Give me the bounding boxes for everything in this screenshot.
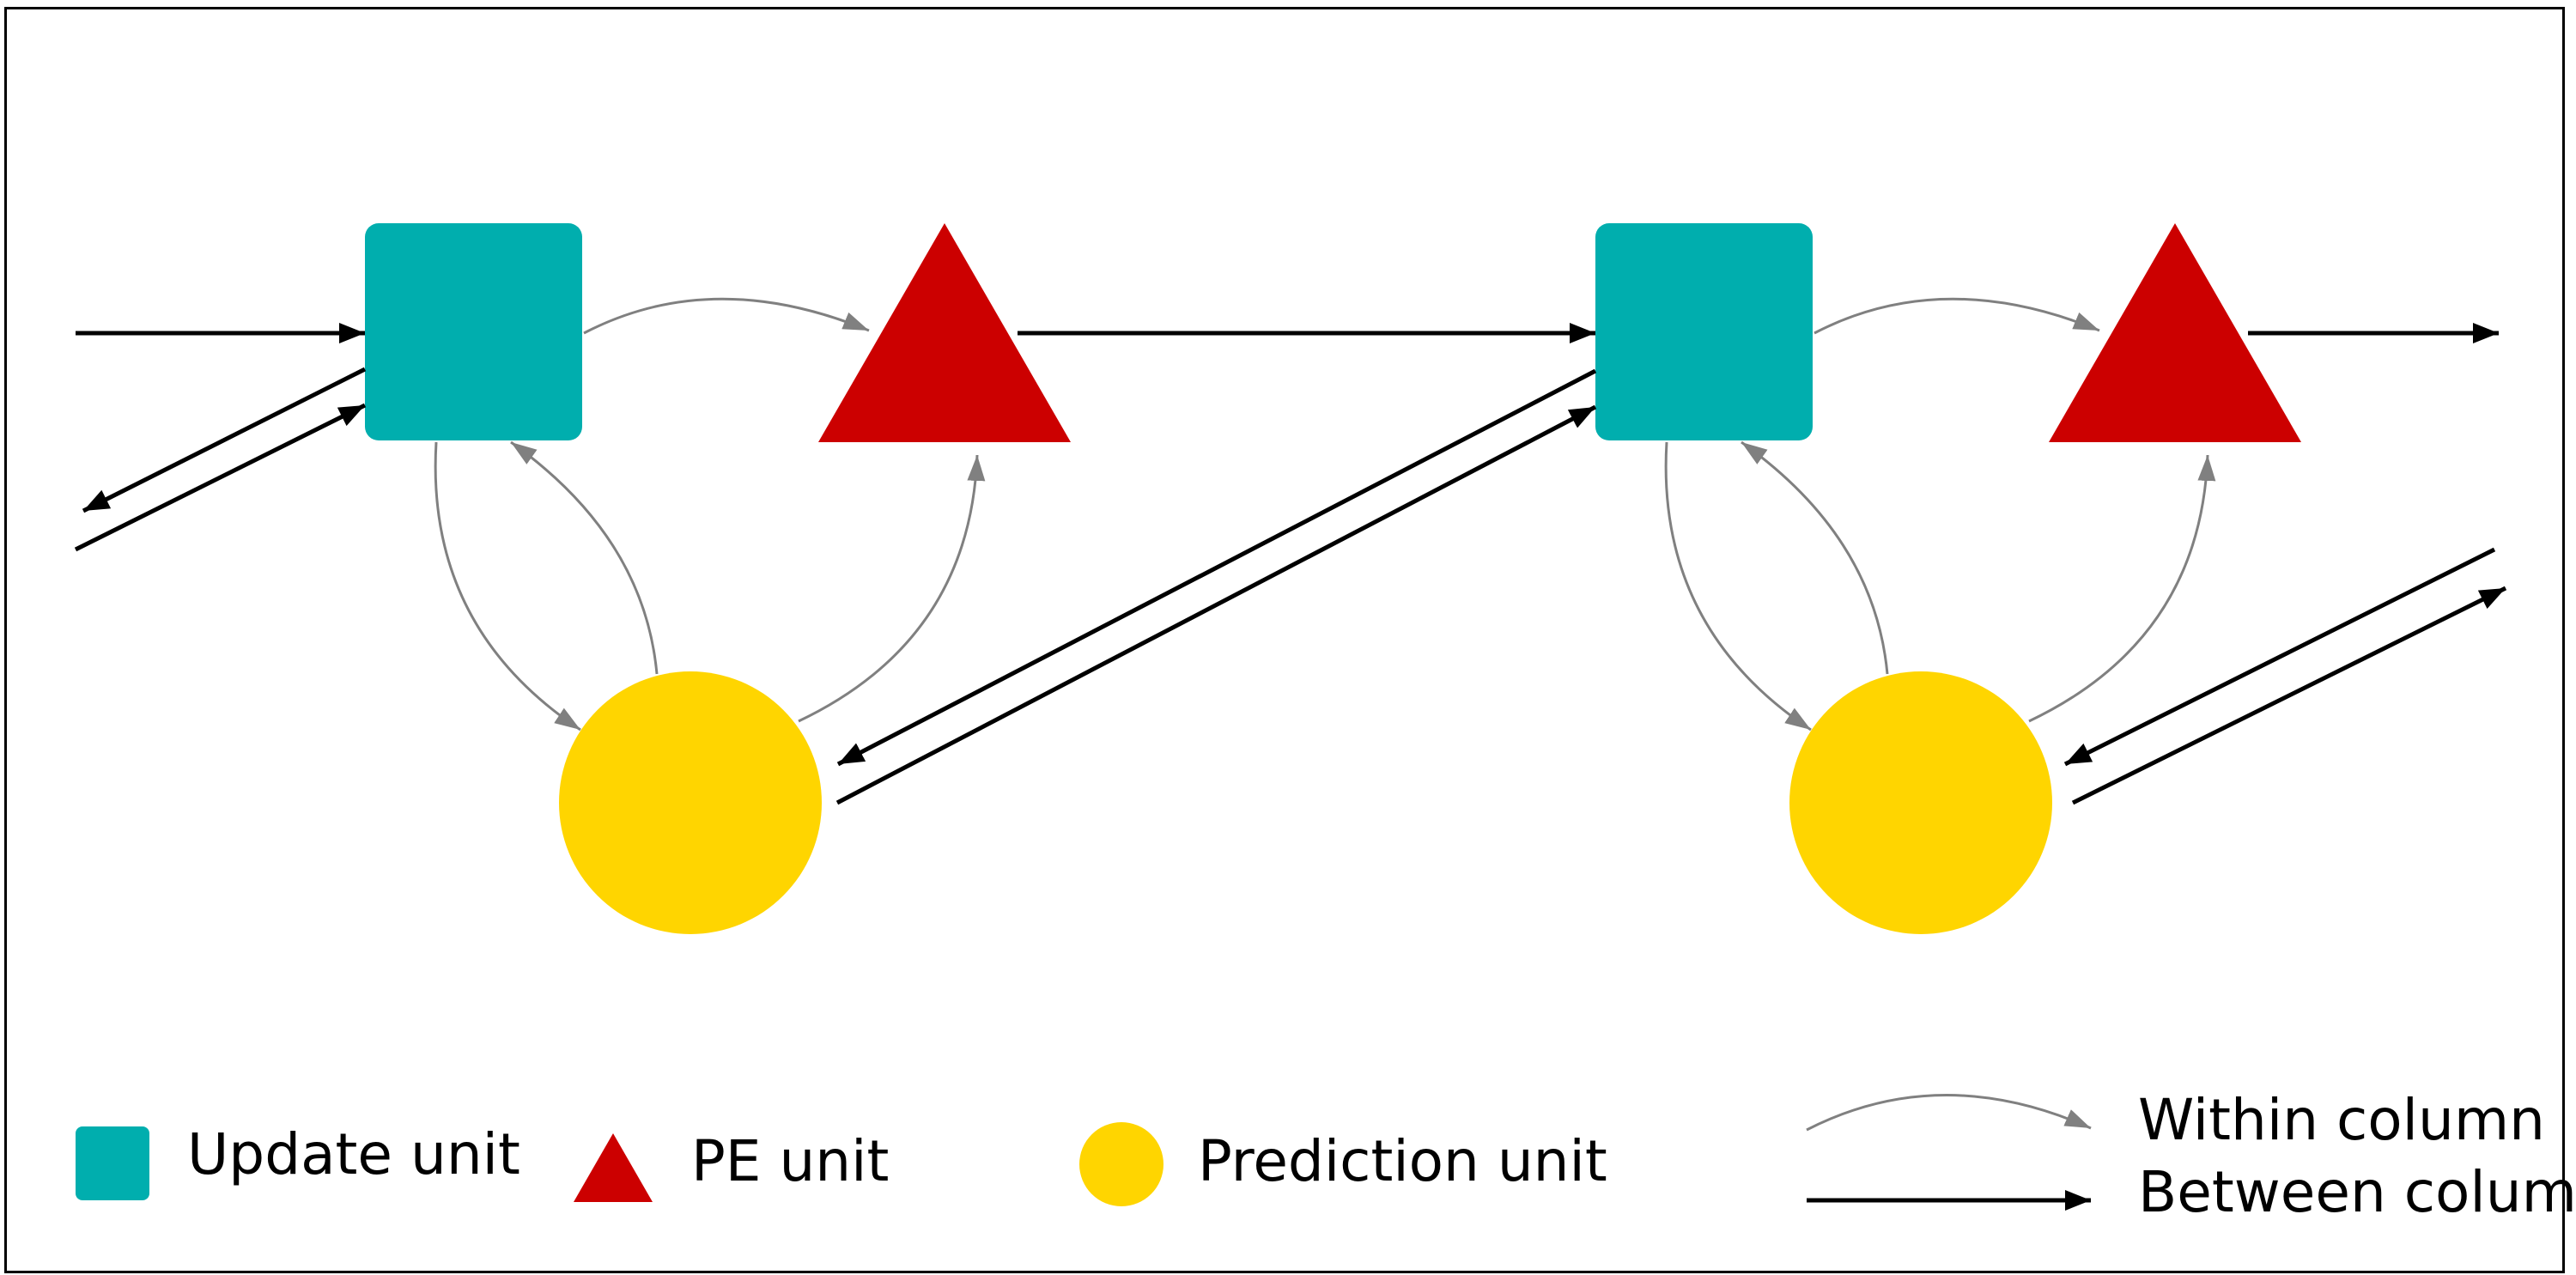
within-arrow-update-to-pe (583, 297, 870, 335)
within-arrow-prediction-to-update (510, 440, 659, 675)
legend-within-arrow (1806, 1094, 2092, 1132)
between-arrow-update-1-to-left-out (82, 367, 367, 513)
prediction-unit (559, 671, 822, 934)
pe-unit (2049, 223, 2301, 442)
pe-unit (818, 223, 1071, 442)
legend-update-label: Update unit (187, 1121, 520, 1187)
update-unit (1595, 223, 1813, 440)
within-arrow-prediction-to-pe (798, 454, 986, 723)
legend-within-label: Within column (2138, 1087, 2545, 1153)
legend-update-swatch (76, 1126, 149, 1200)
legend-pe-label: PE unit (691, 1128, 890, 1194)
within-arrow-update-to-pe (1814, 297, 2100, 335)
legend-prediction-swatch (1079, 1122, 1163, 1206)
legend-between-label: Between columns (2138, 1159, 2576, 1225)
column-1 (365, 223, 1071, 934)
prediction-unit (1789, 671, 2052, 934)
between-arrow-right-in-to-prediction-2 (2063, 547, 2496, 767)
between-arrow-prediction-2-to-right-out (2071, 586, 2507, 805)
update-unit (365, 223, 582, 440)
within-arrow-prediction-to-update (1741, 440, 1889, 675)
between-arrow-left-in-to-update-1 (74, 403, 367, 552)
column-2 (1595, 223, 2301, 934)
between-arrow-update-2-to-prediction-1 (836, 368, 1597, 767)
legend-prediction-label: Prediction unit (1198, 1128, 1607, 1194)
within-arrow-prediction-to-pe (2028, 454, 2216, 723)
legend-pe-swatch (574, 1133, 653, 1202)
within-arrow-update-to-prediction (1664, 441, 1812, 732)
between-column-arrows (74, 323, 2507, 805)
within-arrow-update-to-prediction (434, 441, 581, 732)
between-arrow-prediction-1-to-update-2 (835, 404, 1597, 805)
legend (76, 1094, 2092, 1211)
